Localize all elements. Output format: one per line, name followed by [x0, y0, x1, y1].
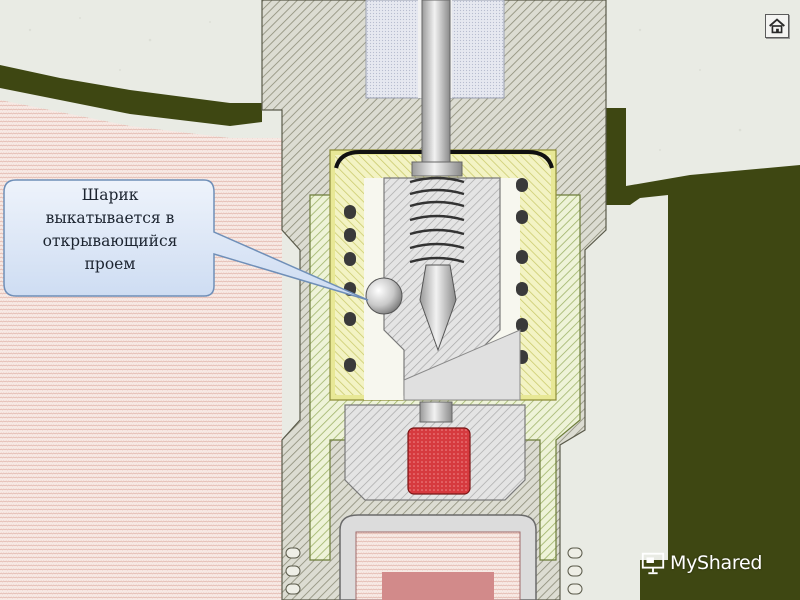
lower-thread	[285, 547, 583, 595]
push-rod	[421, 0, 451, 169]
outer-body-left	[0, 65, 262, 126]
red-insert	[407, 427, 471, 495]
home-button[interactable]	[765, 14, 789, 38]
watermark-text: MyShared	[670, 552, 763, 574]
needle-valve	[419, 264, 457, 352]
watermark: MyShared	[640, 548, 762, 578]
fuel-chamber	[0, 100, 282, 600]
check-ball	[365, 277, 403, 315]
pink-core	[382, 572, 494, 600]
callout-bubble	[3, 179, 369, 301]
home-icon	[769, 18, 785, 34]
lower-stem	[419, 401, 453, 423]
inner-spring	[409, 176, 465, 264]
outer-body-right	[606, 108, 800, 600]
background-speckle	[28, 17, 742, 151]
projector-screen-icon	[641, 552, 665, 575]
slider-wedge	[403, 329, 521, 401]
rod-collar	[411, 161, 463, 177]
right-spring	[516, 178, 528, 364]
